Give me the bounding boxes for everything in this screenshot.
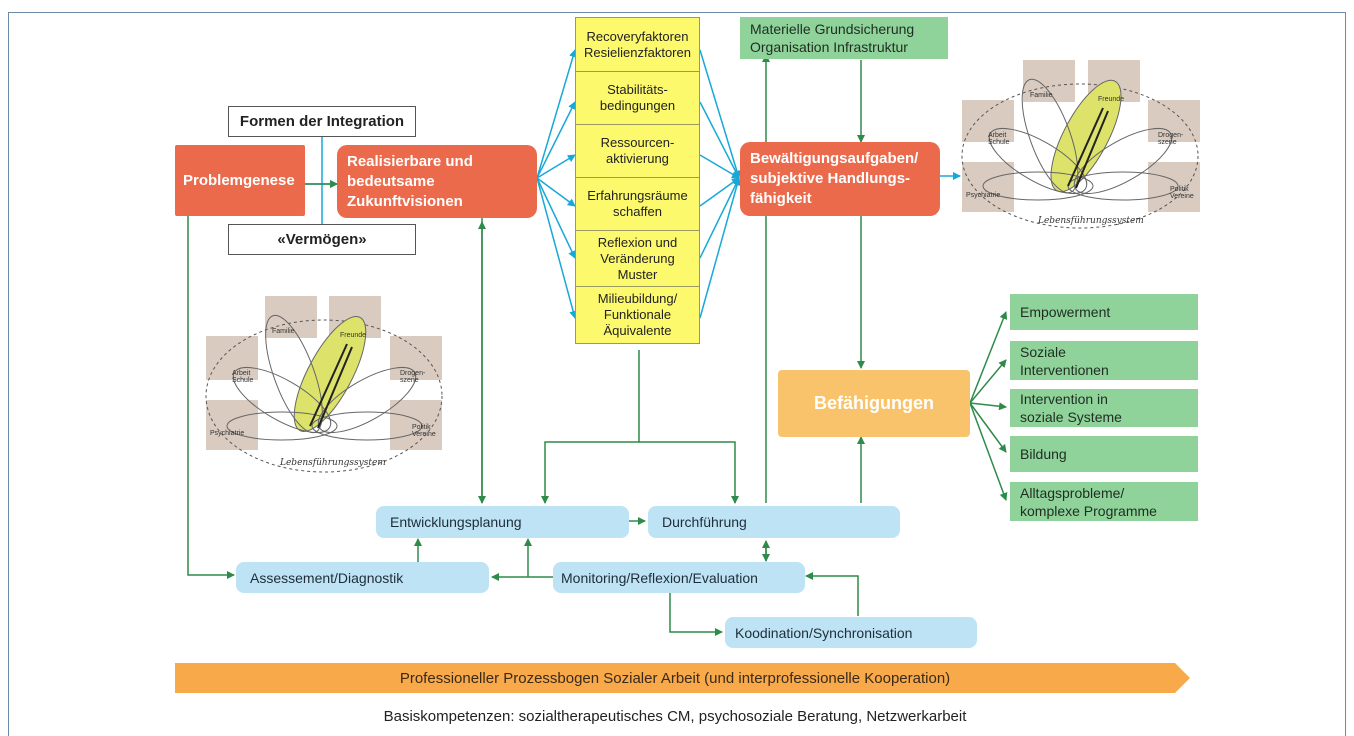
lfs-top-label-familie: Familie <box>1030 92 1053 99</box>
lfs-left-label-psychiatrie: Psychiatrie <box>210 430 245 437</box>
outcome-intervention-systeme-label: Intervention in soziale Systeme <box>1020 391 1122 425</box>
factor-ressourcen: Ressourcen- aktivierung <box>575 124 700 178</box>
outcome-soziale-interventionen: Soziale Interventionen <box>1010 341 1198 380</box>
factor-stabilitaet-label: Stabilitäts- bedingungen <box>599 82 676 113</box>
factor-recovery: Recoveryfaktoren Resielienzfaktoren <box>575 17 700 72</box>
vermoegen-label: «Vermögen» <box>277 231 367 248</box>
outcome-empowerment-label: Empowerment <box>1020 304 1111 320</box>
lfs-left-label-arbeit: Arbeit Schule <box>232 370 254 384</box>
factor-recovery-label: Recoveryfaktoren Resielienzfaktoren <box>584 28 691 60</box>
factor-stabilitaet: Stabilitäts- bedingungen <box>575 71 700 125</box>
lfs-top-label-drogen: Drogen- szene <box>1158 132 1184 146</box>
assessement-box: Assessement/Diagnostik <box>236 562 489 593</box>
lfs-top-label-politik: Politik Vereine <box>1170 186 1194 200</box>
diagram-frame <box>8 12 1346 736</box>
lfs-top-label-psychiatrie: Psychiatrie <box>966 192 1001 199</box>
durchfuehrung-label: Durchführung <box>662 514 747 530</box>
factor-column: Recoveryfaktoren Resielienzfaktoren Stab… <box>575 17 700 344</box>
lfs-left-label-freunde: Freunde <box>340 332 367 339</box>
outcome-bildung: Bildung <box>1010 436 1198 472</box>
lfs-top-caption: Lebensführungssystem <box>1038 216 1144 226</box>
entwicklungsplanung-label: Entwicklungsplanung <box>390 514 522 530</box>
lfs-top-label-freunde: Freunde <box>1098 96 1125 103</box>
outcome-empowerment: Empowerment <box>1010 294 1198 330</box>
factor-milieu: Milieubildung/ Funktionale Äquivalente <box>575 286 700 344</box>
lfs-left-label-familie: Familie <box>272 328 295 335</box>
factor-reflexion: Reflexion und Veränderung Muster <box>575 230 700 287</box>
koordination-box: Koodination/Synchronisation <box>725 617 977 648</box>
grundsicherung-label: Materielle Grundsicherung Organisation I… <box>750 21 915 55</box>
prozessbogen-banner <box>175 663 1190 693</box>
lebensfuehrungssystem-graphic-top: Familie Freunde Arbeit Schule Drogen- sz… <box>958 56 1208 241</box>
problemgenese-label: Problemgenese <box>183 171 295 189</box>
factor-erfahrung-label: Erfahrungsräume schaffen <box>587 188 688 219</box>
durchfuehrung-box: Durchführung <box>648 506 900 538</box>
lfs-left-caption: Lebensführungssystem <box>280 458 386 468</box>
formen-integration-label: Formen der Integration <box>239 113 405 130</box>
vermoegen-box: «Vermögen» <box>228 224 416 255</box>
prozessbogen-label: Professioneller Prozessbogen Sozialer Ar… <box>399 669 951 687</box>
assessement-label: Assessement/Diagnostik <box>250 569 404 586</box>
outcome-alltagsprobleme: Alltagsprobleme/ komplexe Programme <box>1010 482 1198 521</box>
monitoring-label: Monitoring/Reflexion/Evaluation <box>561 569 758 586</box>
koordination-label: Koodination/Synchronisation <box>735 624 913 641</box>
outcome-soziale-interventionen-label: Soziale Interventionen <box>1020 343 1109 378</box>
lfs-left-label-drogen: Drogen- szene <box>400 370 426 384</box>
bewaeltigung-label: Bewältigungsaufgaben/ subjektive Handlun… <box>750 150 919 207</box>
formen-integration-box: Formen der Integration <box>228 106 416 137</box>
outcome-bildung-label: Bildung <box>1020 446 1067 462</box>
lebensfuehrungssystem-graphic-left: Familie Freunde Arbeit Schule Drogen- sz… <box>202 292 452 484</box>
factor-milieu-label: Milieubildung/ Funktionale Äquivalente <box>597 291 678 338</box>
factor-reflexion-label: Reflexion und Veränderung Muster <box>597 234 678 282</box>
problemgenese-box: Problemgenese <box>175 145 305 216</box>
lfs-left-label-politik: Politik Vereine <box>412 424 436 438</box>
entwicklungsplanung-box: Entwicklungsplanung <box>376 506 629 538</box>
monitoring-box: Monitoring/Reflexion/Evaluation <box>553 562 805 593</box>
zukunftsvisionen-label: Realisierbare und bedeutsame Zukunftvisi… <box>347 152 473 210</box>
bewaeltigung-box: Bewältigungsaufgaben/ subjektive Handlun… <box>740 142 940 216</box>
lfs-top-label-arbeit: Arbeit Schule <box>988 132 1010 146</box>
factor-ressourcen-label: Ressourcen- aktivierung <box>600 135 675 166</box>
outcome-alltagsprobleme-label: Alltagsprobleme/ komplexe Programme <box>1020 484 1157 519</box>
basiskompetenzen-text: Basiskompetenzen: sozialtherapeutisches … <box>383 708 967 725</box>
grundsicherung-box: Materielle Grundsicherung Organisation I… <box>740 17 948 59</box>
zukunftsvisionen-box: Realisierbare und bedeutsame Zukunftvisi… <box>337 145 537 218</box>
factor-erfahrung: Erfahrungsräume schaffen <box>575 177 700 231</box>
befaehigungen-label: Befähigungen <box>814 393 934 413</box>
befaehigungen-box: Befähigungen <box>778 370 970 437</box>
outcome-intervention-systeme: Intervention in soziale Systeme <box>1010 389 1198 427</box>
